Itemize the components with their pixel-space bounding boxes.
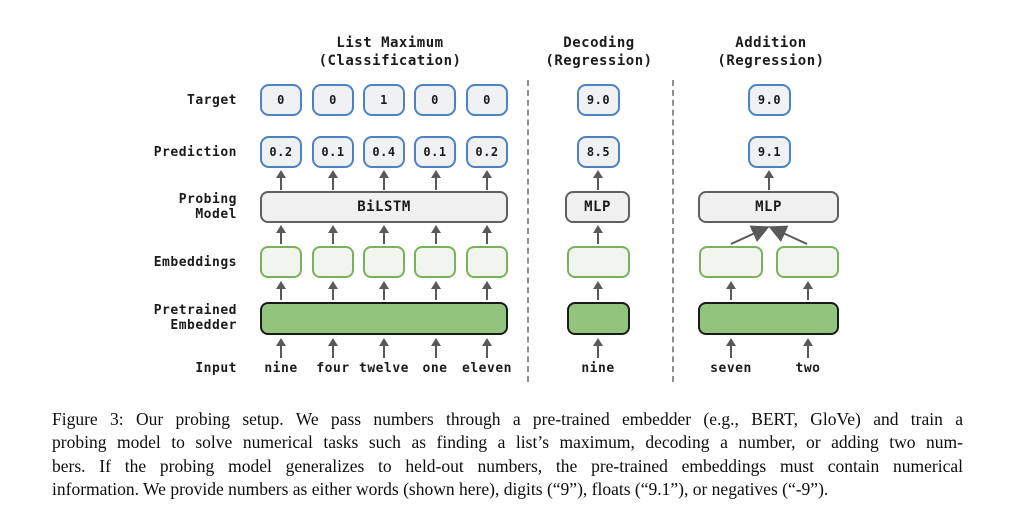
arrow-up-icon — [482, 281, 492, 300]
arrow-up-icon — [593, 338, 603, 358]
arrow-up-icon — [328, 225, 338, 244]
arrow-up-icon — [379, 225, 389, 244]
embedding-box — [363, 246, 405, 278]
pretrained-embedder-box — [698, 302, 839, 335]
probing-model-box: MLP — [565, 191, 630, 223]
arrow-up-icon — [593, 170, 603, 190]
prediction-box: 0.2 — [260, 136, 302, 168]
caption-line: Figure 3: Our probing setup. We pass num… — [52, 409, 963, 429]
arrow-up-icon — [431, 170, 441, 190]
column-title-list-maximum: List Maximum (Classification) — [280, 34, 500, 70]
caption-line: probing model to solve numerical tasks s… — [52, 432, 963, 453]
target-box: 1 — [363, 84, 405, 116]
row-label-prediction: Prediction — [153, 145, 237, 160]
probing-model-box: BiLSTM — [260, 191, 508, 223]
row-label-embeddings: Embeddings — [153, 255, 237, 270]
row-label-line: Pretrained — [153, 303, 237, 318]
caption-line: bers. If the probing model generalizes t… — [52, 455, 963, 476]
arrow-up-icon — [726, 281, 736, 300]
row-label-pretrained-embedder: Pretrained Embedder — [77, 303, 237, 333]
target-box: 0 — [414, 84, 456, 116]
arrow-up-icon — [379, 170, 389, 190]
input-token: nine — [264, 361, 298, 376]
column-title-decoding: Decoding (Regression) — [489, 34, 709, 70]
figure-caption: Figure 3: Our probing setup. We pass num… — [52, 408, 963, 502]
arrow-up-icon — [276, 225, 286, 244]
arrow-up-icon — [328, 281, 338, 300]
row-label-line: Embedder — [170, 318, 237, 333]
column-title-line: (Classification) — [318, 53, 462, 69]
arrow-up-icon — [328, 338, 338, 358]
target-box: 0 — [260, 84, 302, 116]
input-token: one — [422, 361, 448, 376]
prediction-box: 8.5 — [577, 136, 620, 168]
input-token: seven — [710, 361, 752, 376]
column-title-line: Decoding — [563, 35, 635, 51]
input-token: two — [795, 361, 821, 376]
prediction-box: 0.1 — [312, 136, 354, 168]
prediction-box: 0.2 — [466, 136, 508, 168]
arrow-up-icon — [431, 281, 441, 300]
target-box: 0 — [312, 84, 354, 116]
input-token: four — [316, 361, 350, 376]
prediction-box: 0.4 — [363, 136, 405, 168]
column-title-line: (Regression) — [717, 53, 825, 69]
input-token: twelve — [359, 361, 409, 376]
arrow-up-icon — [803, 281, 813, 300]
input-token: eleven — [462, 361, 512, 376]
embedding-box — [567, 246, 630, 278]
row-label-probing-model: Probing Model — [77, 192, 237, 222]
arrow-up-icon — [276, 281, 286, 300]
arrow-up-icon — [764, 170, 774, 190]
arrow-up-icon — [482, 170, 492, 190]
pretrained-embedder-box — [567, 302, 630, 335]
dashed-separator — [672, 80, 674, 382]
embedding-box — [699, 246, 763, 278]
converging-arrows-icon — [730, 225, 808, 245]
probing-model-box: MLP — [698, 191, 839, 223]
arrow-up-icon — [276, 170, 286, 190]
dashed-separator — [527, 80, 529, 382]
row-label-line: Model — [195, 207, 237, 222]
target-box: 9.0 — [748, 84, 791, 116]
pretrained-embedder-box — [260, 302, 508, 335]
arrow-up-icon — [328, 170, 338, 190]
arrow-up-icon — [593, 281, 603, 300]
column-title-line: List Maximum — [336, 35, 444, 51]
arrow-up-icon — [431, 338, 441, 358]
prediction-box: 0.1 — [414, 136, 456, 168]
arrow-up-icon — [431, 225, 441, 244]
arrow-up-icon — [803, 338, 813, 358]
arrow-up-icon — [276, 338, 286, 358]
input-token: nine — [581, 361, 615, 376]
embedding-box — [312, 246, 354, 278]
column-title-line: (Regression) — [545, 53, 653, 69]
column-title-line: Addition — [735, 35, 807, 51]
prediction-box: 9.1 — [748, 136, 791, 168]
arrow-up-icon — [593, 225, 603, 244]
embedding-box — [466, 246, 508, 278]
arrow-up-icon — [726, 338, 736, 358]
row-label-target: Target — [187, 93, 237, 108]
target-box: 9.0 — [577, 84, 620, 116]
caption-line: information. We provide numbers as eithe… — [52, 479, 829, 500]
embedding-box — [414, 246, 456, 278]
embedding-box — [776, 246, 839, 278]
arrow-up-icon — [379, 338, 389, 358]
embedding-box — [260, 246, 302, 278]
column-title-addition: Addition (Regression) — [661, 34, 881, 70]
arrow-up-icon — [379, 281, 389, 300]
row-label-line: Probing — [178, 192, 237, 207]
row-label-input: Input — [195, 361, 237, 376]
target-box: 0 — [466, 84, 508, 116]
arrow-up-icon — [482, 338, 492, 358]
arrow-up-icon — [482, 225, 492, 244]
